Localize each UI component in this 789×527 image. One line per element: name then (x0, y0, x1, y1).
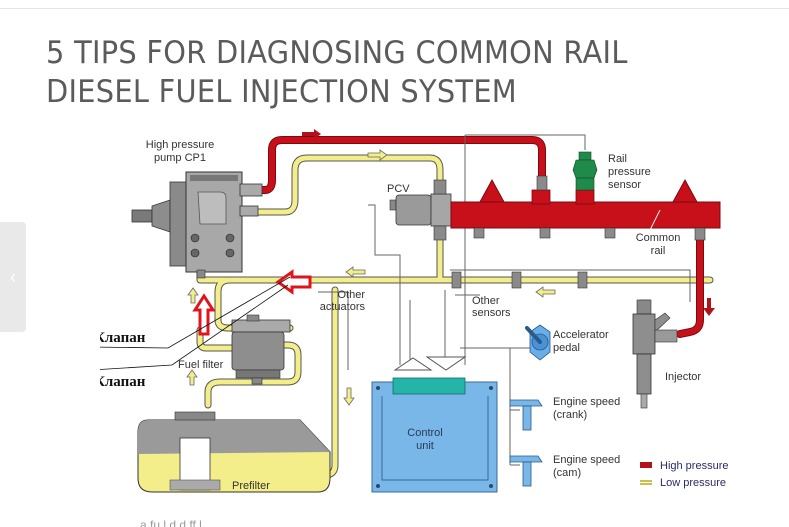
legend: High pressure Low pressure (640, 460, 728, 489)
page-title-line-2: DIESEL FUEL INJECTION SYSTEM (46, 74, 517, 110)
control-wiring (318, 134, 691, 466)
legend-swatch-low (640, 480, 652, 482)
label-pump-line-2: pump CP1 (154, 152, 206, 164)
high-pressure-flow-arrows (302, 129, 715, 316)
label-injector: Injector (665, 371, 701, 383)
common-rail-diagram: High pressure pump CP1 PCV Rail pressure… (100, 129, 728, 493)
label-accelerator-line-2: pedal (553, 342, 580, 354)
label-rail-sensor-line-2: pressure (608, 166, 651, 178)
annotation-valve-1: Клапан (100, 330, 146, 346)
annotation-arrows (192, 269, 312, 336)
accelerator-pedal-sensor (525, 324, 551, 361)
label-other-sensors-line-2: sensors (472, 307, 511, 319)
label-control-unit-line-2: unit (416, 440, 434, 452)
annotation-valve-2: Клапан (100, 374, 146, 390)
label-control-unit-line-1: Control (407, 427, 442, 439)
label-common-rail-line-2: rail (651, 245, 666, 257)
previous-slide-button[interactable]: ‹ (0, 222, 26, 332)
pressure-control-valve (389, 179, 452, 241)
label-fuel-filter: Fuel filter (178, 359, 224, 371)
label-accelerator-line-1: Accelerator (553, 329, 609, 341)
top-navigation-bar (0, 0, 789, 9)
control-unit (371, 377, 498, 493)
high-pressure-pump (131, 171, 263, 279)
fuel-filter (231, 314, 291, 385)
page-title-line-1: 5 TIPS FOR DIAGNOSING COMMON RAIL (46, 35, 628, 71)
crank-speed-sensor (509, 399, 543, 431)
high-pressure-lines (251, 136, 704, 338)
label-other-sensors-line-1: Other (472, 295, 500, 307)
label-cam-line-2: (cam) (553, 467, 581, 479)
label-other-actuators-line-2: actuators (320, 301, 366, 313)
legend-label-high: High pressure (660, 460, 728, 472)
label-rail-sensor-line-3: sensor (608, 179, 641, 191)
legend-swatch-high (640, 462, 652, 468)
cam-speed-sensor (509, 455, 543, 487)
prefilter-tank (137, 411, 331, 493)
chevron-left-icon: ‹ (10, 266, 16, 287)
low-pressure-flow-arrows (186, 149, 556, 406)
page-title: 5 TIPS FOR DIAGNOSING COMMON RAIL DIESEL… (46, 34, 628, 112)
label-crank-line-1: Engine speed (553, 396, 620, 408)
rail-pressure-sensor (572, 151, 598, 191)
common-rail (450, 175, 721, 241)
legend-label-low: Low pressure (660, 477, 726, 489)
label-pcv: PCV (387, 183, 410, 195)
injector (632, 299, 678, 409)
label-common-rail-line-1: Common (636, 232, 681, 244)
label-crank-line-2: (crank) (553, 409, 587, 421)
label-other-actuators-line-1: Other (337, 289, 365, 301)
label-cam-line-1: Engine speed (553, 454, 620, 466)
label-prefilter: Prefilter (232, 480, 270, 492)
article-body-partial: a fu l d d ff l (140, 518, 202, 527)
label-rail-sensor-line-1: Rail (608, 153, 627, 165)
annotation-leader-lines (100, 276, 291, 370)
low-pressure-lines (196, 154, 714, 479)
signal-arrows (393, 356, 467, 371)
label-pump-line-1: High pressure (146, 139, 214, 151)
